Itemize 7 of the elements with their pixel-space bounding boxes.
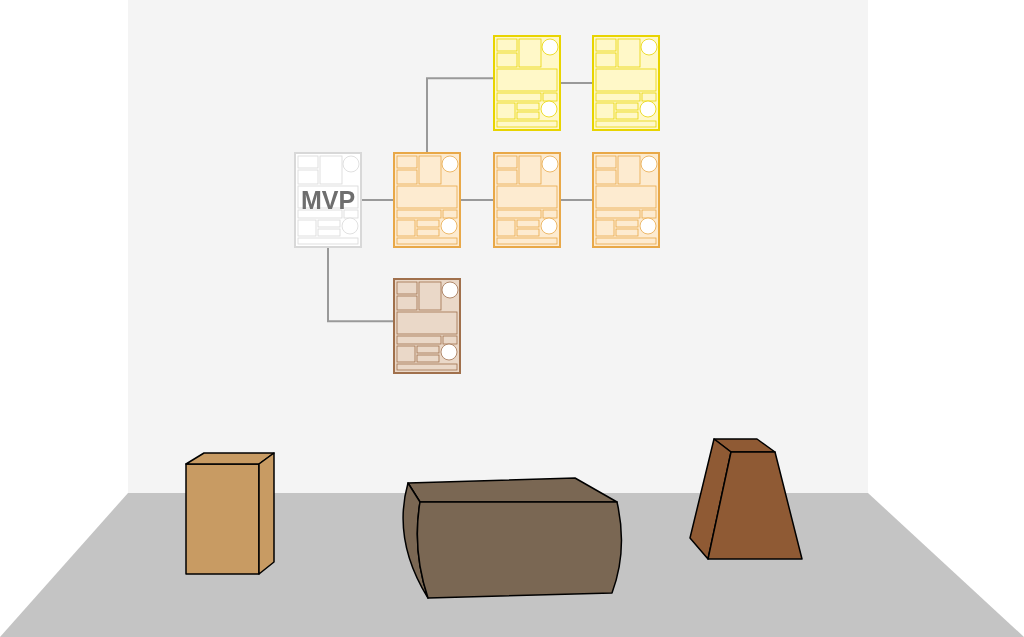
connector-line [361,199,394,201]
connector-line [560,199,593,201]
connector-line [426,77,494,153]
connector-line [327,247,394,323]
card-title: MVP [299,186,357,214]
connector-line [460,199,494,201]
connector-line [560,82,593,84]
